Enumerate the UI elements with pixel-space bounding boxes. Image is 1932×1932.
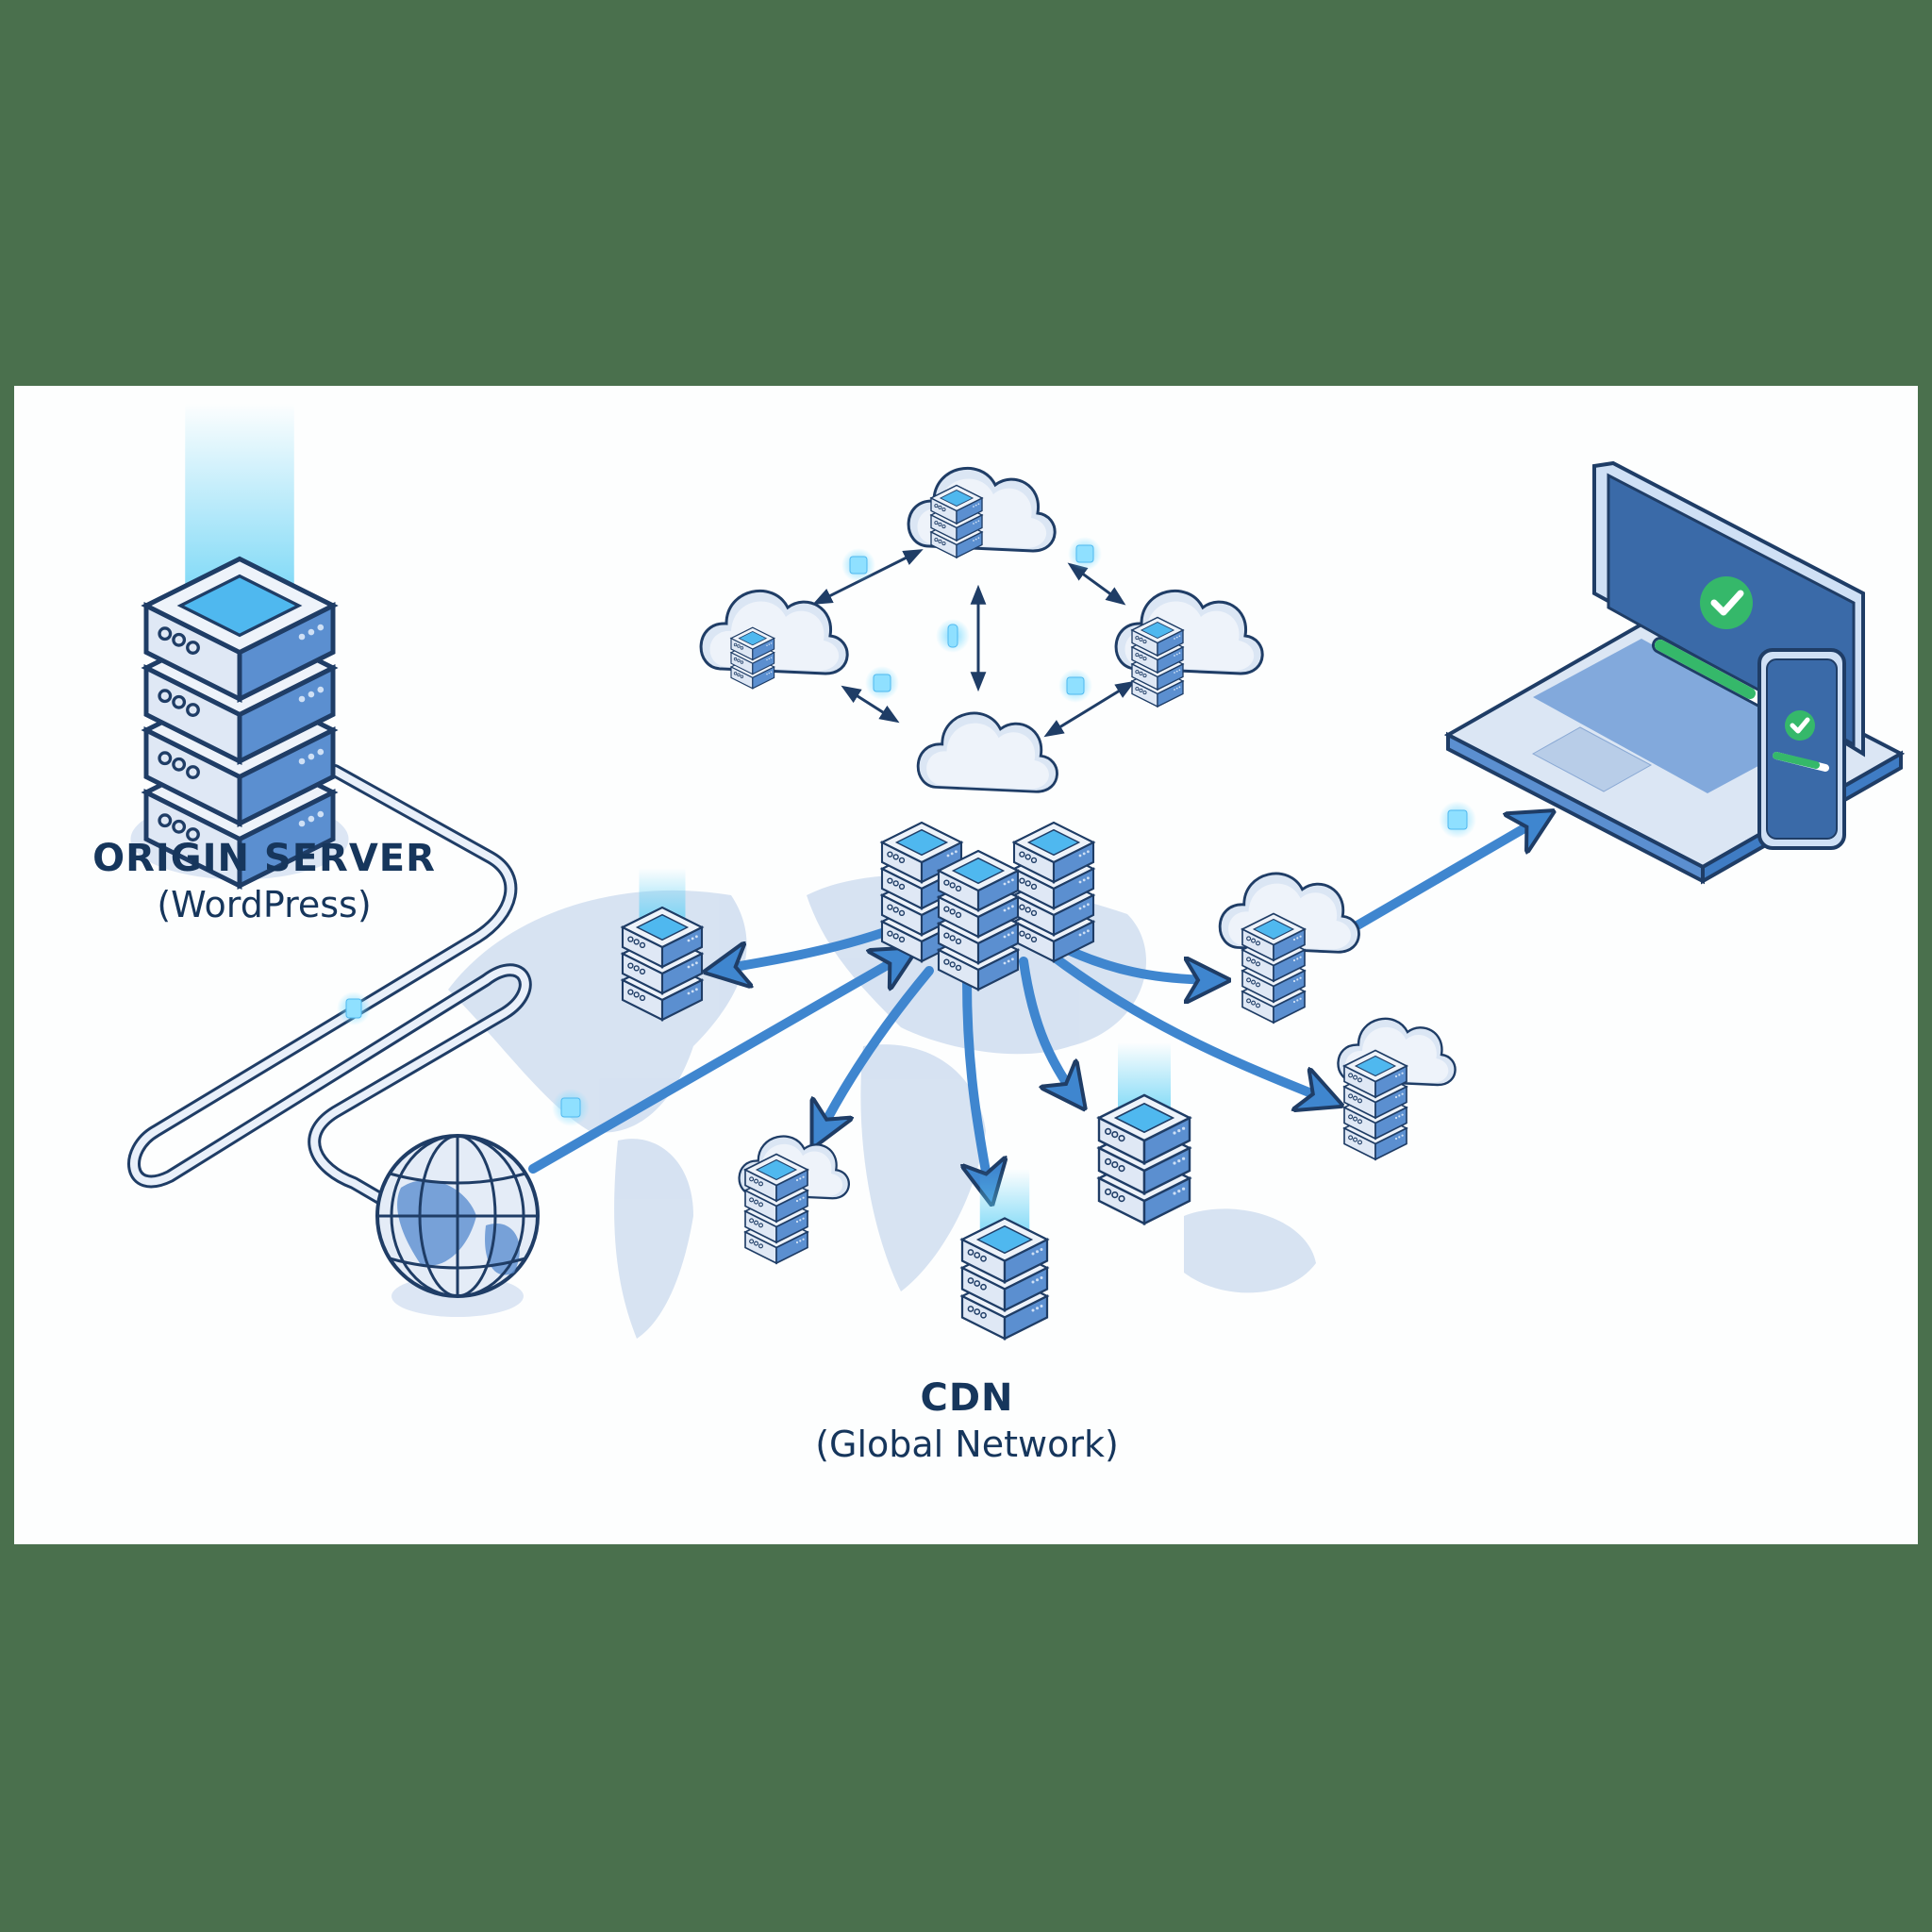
diagram-panel: ORIGIN SERVER (WordPress) CDN (Global Ne… (14, 386, 1918, 1544)
edge-node-south-america (738, 1135, 851, 1264)
mesh-cloud-left (699, 589, 849, 690)
cdn-subtitle: (Global Network) (815, 1424, 1119, 1465)
mesh-cloud-right (1114, 589, 1264, 708)
data-packet-icons (337, 537, 1476, 1126)
cdn-title: CDN (920, 1376, 1014, 1420)
cdn-label: CDN (Global Network) (769, 1376, 1165, 1465)
cdn-arrows (528, 815, 1547, 1197)
internet-globe-icon (375, 1134, 540, 1317)
origin-server-title: ORIGIN SERVER (92, 837, 436, 880)
smartphone-icon (1757, 648, 1846, 850)
edge-node-asia-east (1218, 872, 1360, 1024)
origin-server-subtitle: (WordPress) (157, 884, 372, 925)
edge-node-asia-west (1097, 1042, 1191, 1225)
mesh-cloud-top (907, 466, 1057, 558)
edge-node-north-america (621, 868, 704, 1022)
origin-server-label: ORIGIN SERVER (WordPress) (66, 837, 462, 925)
origin-server-icon (130, 403, 349, 887)
origin-cable (127, 764, 532, 1223)
mesh-arrows (812, 549, 1136, 738)
edge-node-africa (960, 1169, 1049, 1341)
cdn-diagram (127, 403, 1906, 1341)
cdn-core-cluster-icon (880, 711, 1095, 991)
edge-node-oceania (1337, 1017, 1457, 1160)
